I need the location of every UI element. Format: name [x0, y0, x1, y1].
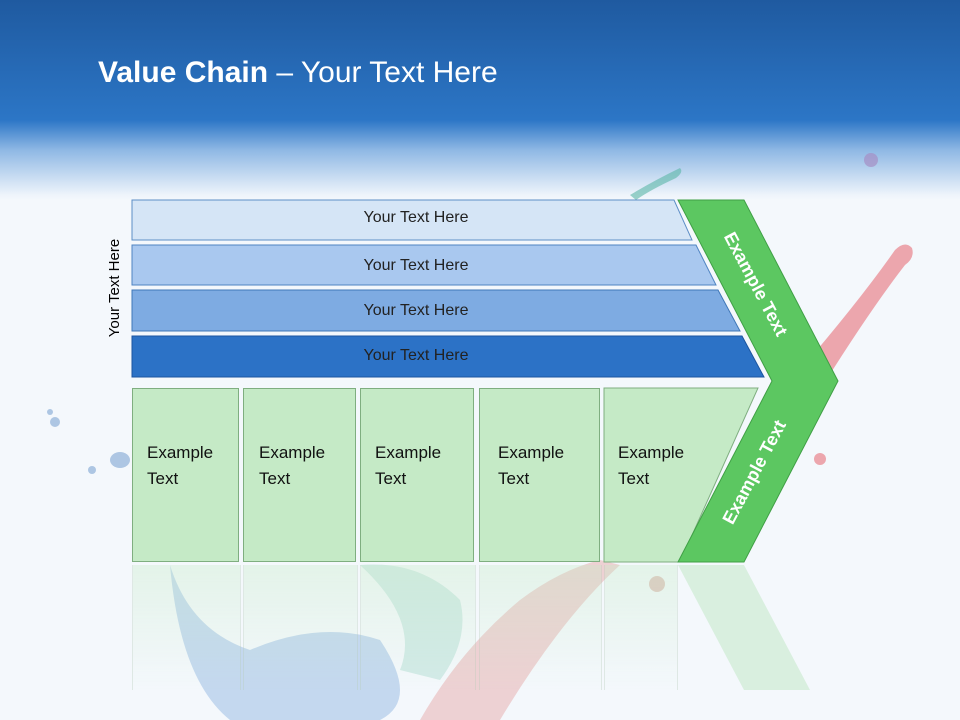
bar-4 [131, 335, 765, 378]
activity-box-2 [243, 388, 356, 562]
activity-2-line1: Example [259, 443, 326, 462]
activity-5-line1: Example [618, 443, 685, 462]
activity-3-line2: Text [375, 469, 407, 488]
activity-4-line1: Example [498, 443, 565, 462]
bar-label-3: Your Text Here [363, 302, 469, 319]
activity-2-line2: Text [259, 469, 291, 488]
bar-label-2: Your Text Here [363, 257, 469, 274]
activity-4-line2: Text [498, 469, 530, 488]
activity-box-4 [479, 388, 600, 562]
activity-box-3 [360, 388, 474, 562]
activity-5-line2: Text [618, 469, 650, 488]
bar-3 [131, 289, 741, 332]
chevron-reflection [678, 565, 810, 690]
reflection-box-4 [479, 565, 602, 690]
bar-label-1: Your Text Here [363, 209, 469, 226]
activity-1-line2: Text [147, 469, 179, 488]
diagram-reflection [0, 565, 960, 720]
activity-1-line1: Example [147, 443, 214, 462]
title-rest: – Your Text Here [268, 56, 498, 89]
reflection-box-5 [604, 565, 678, 690]
header-banner [0, 0, 960, 200]
chevron-arrow [677, 199, 839, 563]
activity-box-1 [132, 388, 239, 562]
reflection-box-3 [360, 565, 476, 690]
bar-label-4: Your Text Here [363, 347, 469, 364]
activity-3-line1: Example [375, 443, 442, 462]
page-title: Value Chain – Your Text Here [98, 56, 498, 90]
reflection-box-2 [243, 565, 358, 690]
bar-1 [131, 199, 693, 241]
title-bold: Value Chain [98, 56, 269, 89]
reflection-box-1 [132, 565, 241, 690]
bar-2 [131, 244, 717, 286]
